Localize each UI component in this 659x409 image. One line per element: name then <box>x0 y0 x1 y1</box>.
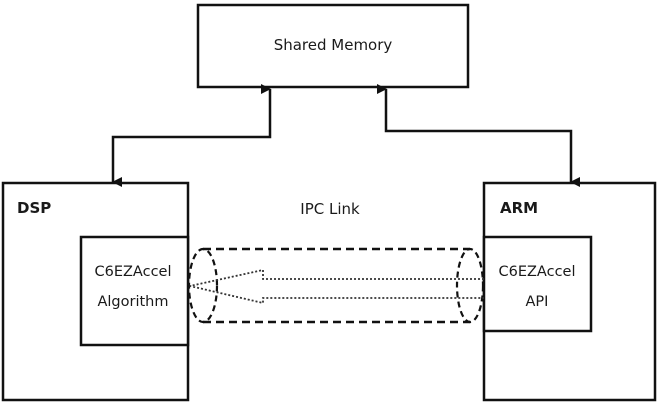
dsp-node: DSP C6EZAccel Algorithm <box>1 181 190 402</box>
dsp-inner-line2: Algorithm <box>97 294 168 310</box>
dsp-label: DSP <box>17 199 51 217</box>
arm-inner-line1: C6EZAccel <box>498 264 575 280</box>
cylinder-right-end <box>455 247 485 324</box>
dsp-shared-memory-connector <box>111 84 272 187</box>
shared-memory-node: Shared Memory <box>196 3 470 89</box>
arm-inner-box <box>482 235 593 333</box>
cylinder-left-end <box>187 247 219 324</box>
arm-shared-memory-connector <box>377 84 580 187</box>
dsp-inner-box <box>79 235 190 347</box>
dsp-inner-line1: C6EZAccel <box>94 264 171 280</box>
arm-label: ARM <box>500 199 538 217</box>
arm-node: ARM C6EZAccel API <box>482 181 657 402</box>
ipc-link-label: IPC Link <box>300 200 360 218</box>
ipc-arrow <box>189 268 484 305</box>
shared-memory-label: Shared Memory <box>274 36 393 54</box>
shared-memory-box <box>196 3 470 89</box>
ipc-link-cylinder <box>187 247 485 324</box>
arm-inner-line2: API <box>526 294 549 310</box>
